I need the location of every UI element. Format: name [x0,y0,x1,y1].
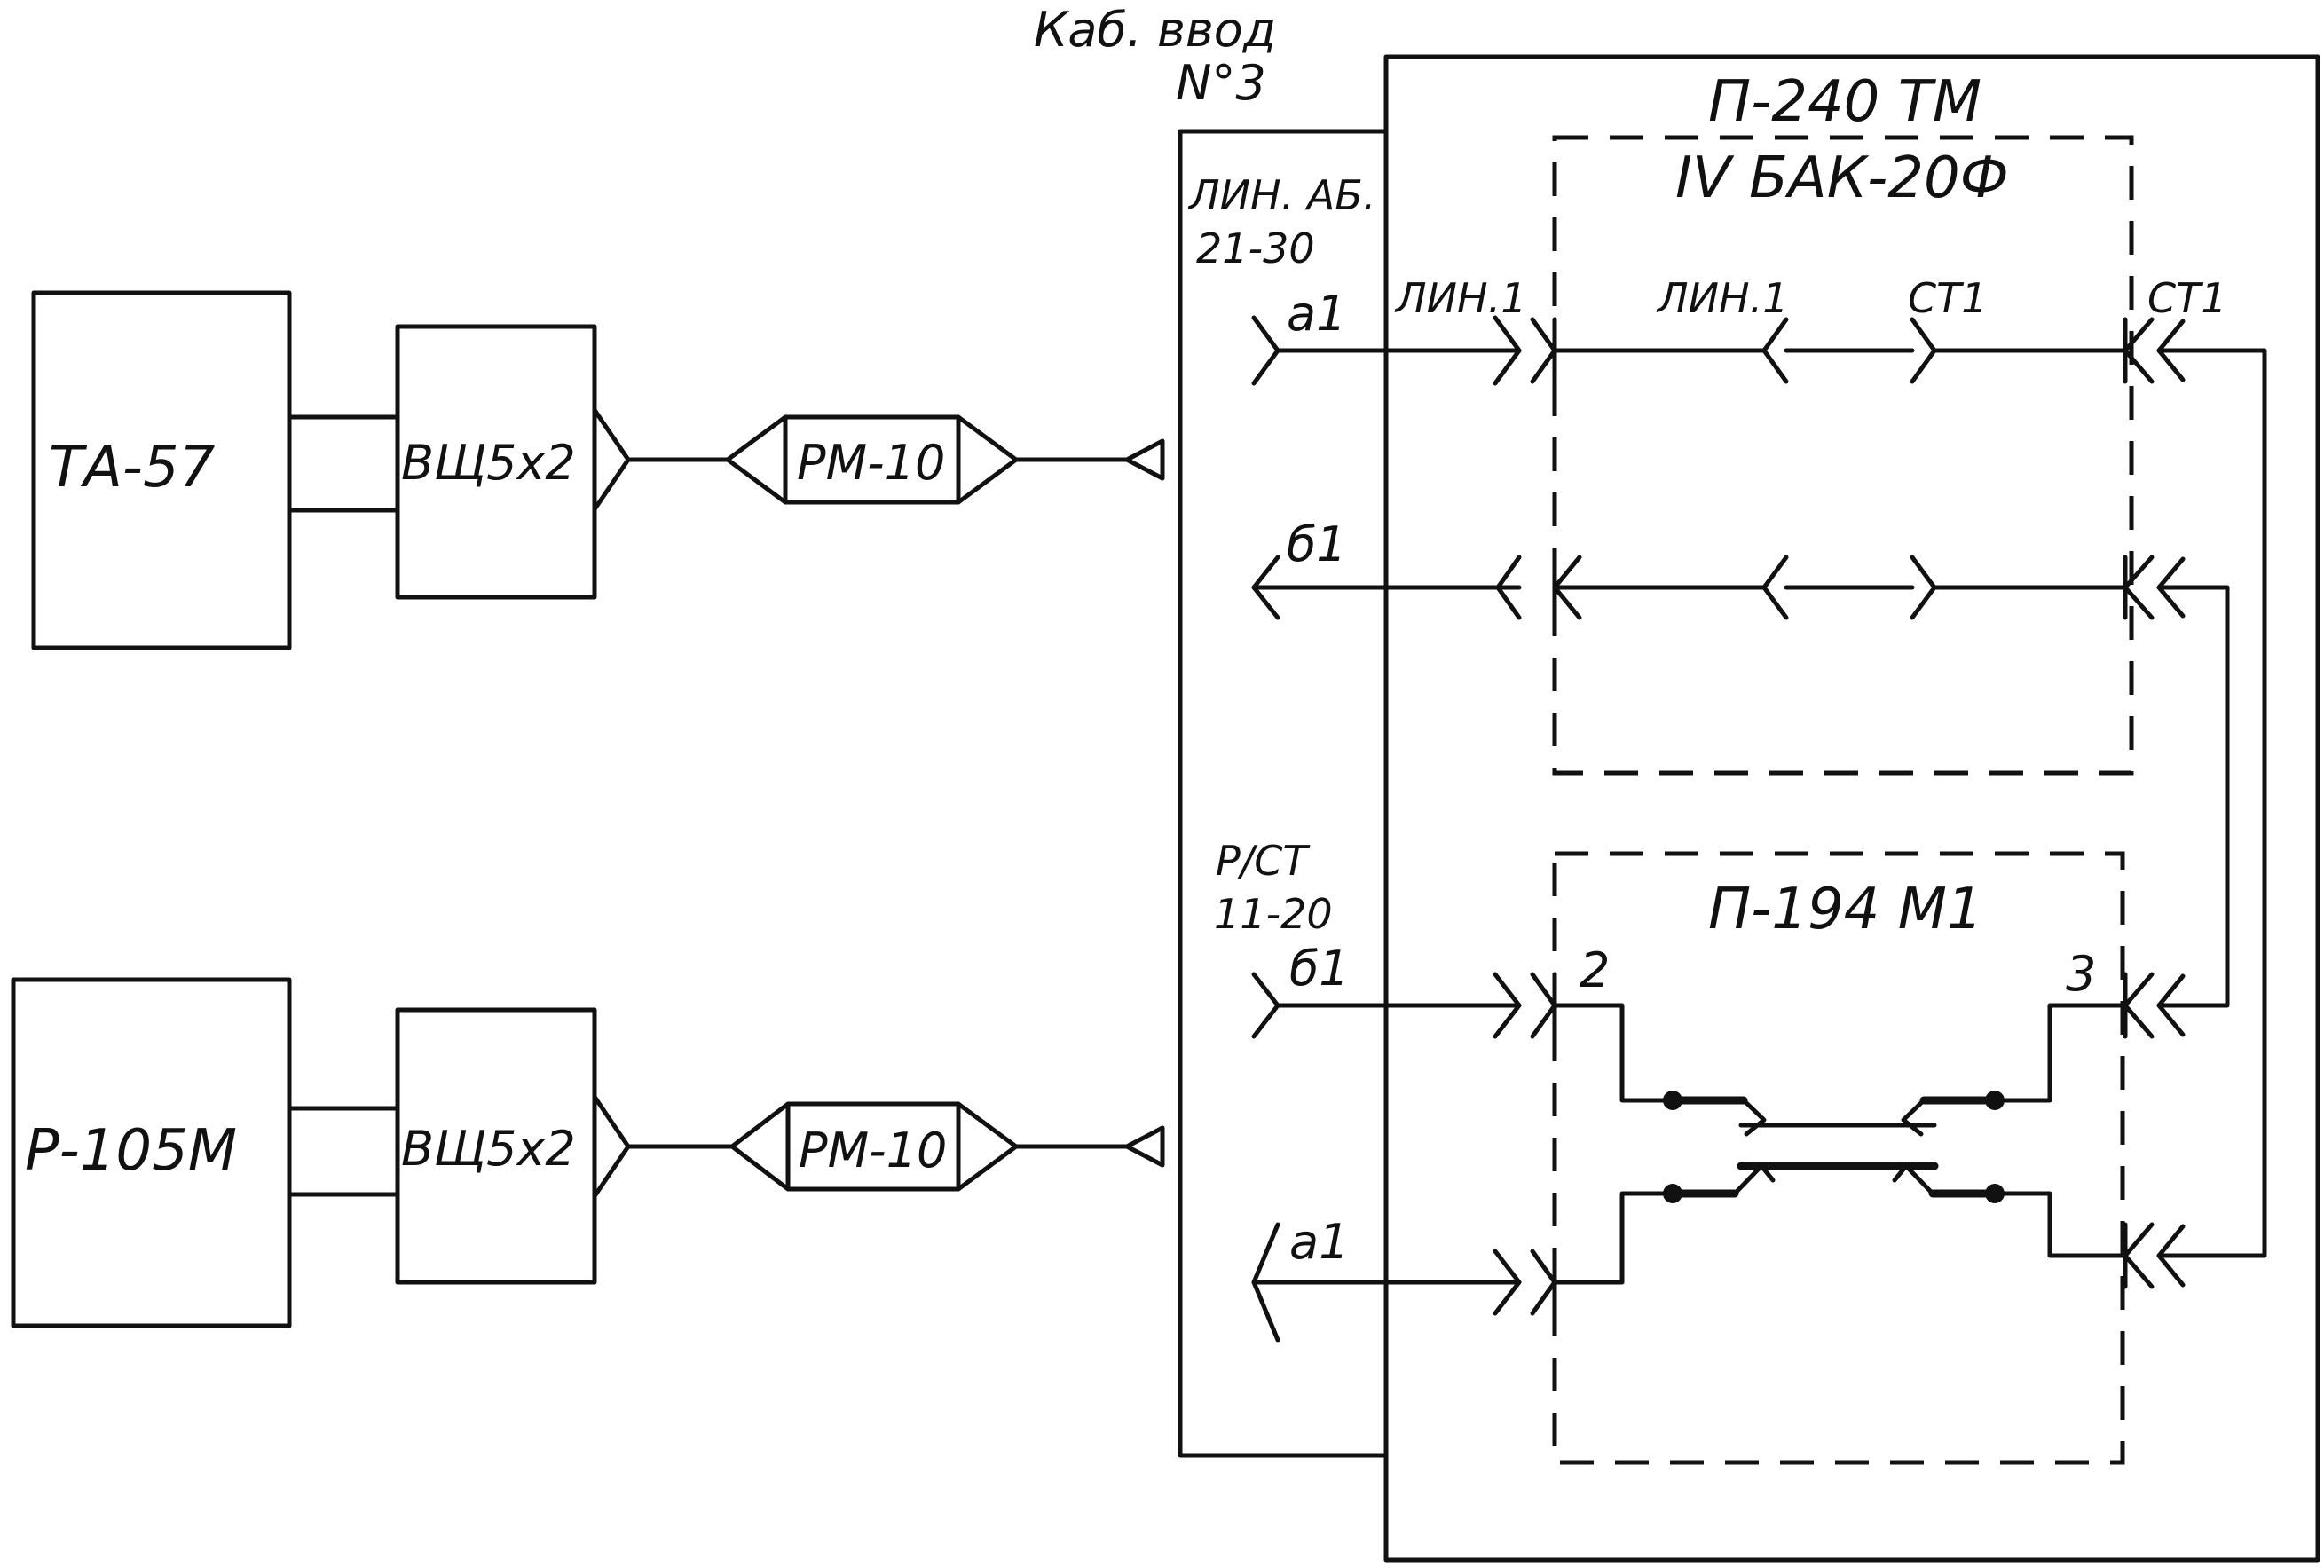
rm10-top-label: РМ-10 [797,435,945,491]
ta57-to-vshch-wires [287,414,400,513]
lin-ab-label-1: ЛИН. АБ. [1187,171,1375,219]
p194-switch-contacts [1663,1091,2005,1203]
vshch-top-box [395,324,597,600]
vshch-bottom-box [395,1007,597,1285]
p240-title-1: П-240 ТМ [1708,69,1981,135]
label-lin1-inner: ЛИН.1 [1656,274,1788,322]
p194-dashed-box [1552,851,2125,1465]
p194-pin-2: 2 [1580,942,1610,998]
label-st1-right: СТ1 [2147,274,2226,322]
bak20f-dashed-box [1552,135,2134,776]
vshch-top-label: ВЩ5х2 [401,435,576,491]
vshch-bottom-label: ВЩ5х2 [401,1121,576,1177]
p240-frame [1383,54,2320,1563]
signal-b1-top: б1 [1287,516,1347,572]
p194-pin-3: 3 [2066,946,2096,1002]
ta57-label: ТА-57 [49,435,216,500]
r105m-label: Р-105М [25,1118,237,1184]
cable-entry-box [1178,129,1389,1458]
rm10-top: РМ-10 [725,414,1019,505]
vshch-top-plug-icon [592,407,631,512]
r105m-box [11,977,292,1328]
lin-ab-label-2: 21-30 [1196,225,1315,272]
row-b1-top-wiring [1251,555,2230,1008]
row-a1-top-wiring [1251,315,2267,1258]
cable-entry-title-2: N°3 [1176,55,1266,111]
rm10-bottom: РМ-10 [729,1101,1019,1192]
cable-entry-title-1: Каб. ввод [1034,2,1276,58]
rm10-bottom-label: РМ-10 [799,1123,947,1178]
rm10-bottom-socket-icon [1124,1125,1165,1168]
ta57-box [31,290,292,650]
signal-b1-bottom: б1 [1289,941,1350,997]
rst-label-2: 11-20 [1214,890,1333,938]
label-lin1-left: ЛИН.1 [1394,274,1526,322]
rm10-top-socket-icon [1124,438,1165,481]
p240-title-2: IV БАК-20Ф [1675,146,2009,211]
r105m-to-vshch-wires [287,1106,400,1197]
rst-label-1: Р/СТ [1216,837,1311,885]
p194-title: П-194 М1 [1708,877,1983,942]
row-a1-bottom-wiring [1251,1191,2186,1343]
label-st1-inner: СТ1 [1908,274,1987,322]
signal-a1-top: а1 [1287,286,1346,342]
vshch-bottom-plug-icon [592,1094,631,1199]
row-b1-bottom-wiring [1251,972,2186,1103]
signal-a1-bottom: а1 [1289,1214,1349,1270]
